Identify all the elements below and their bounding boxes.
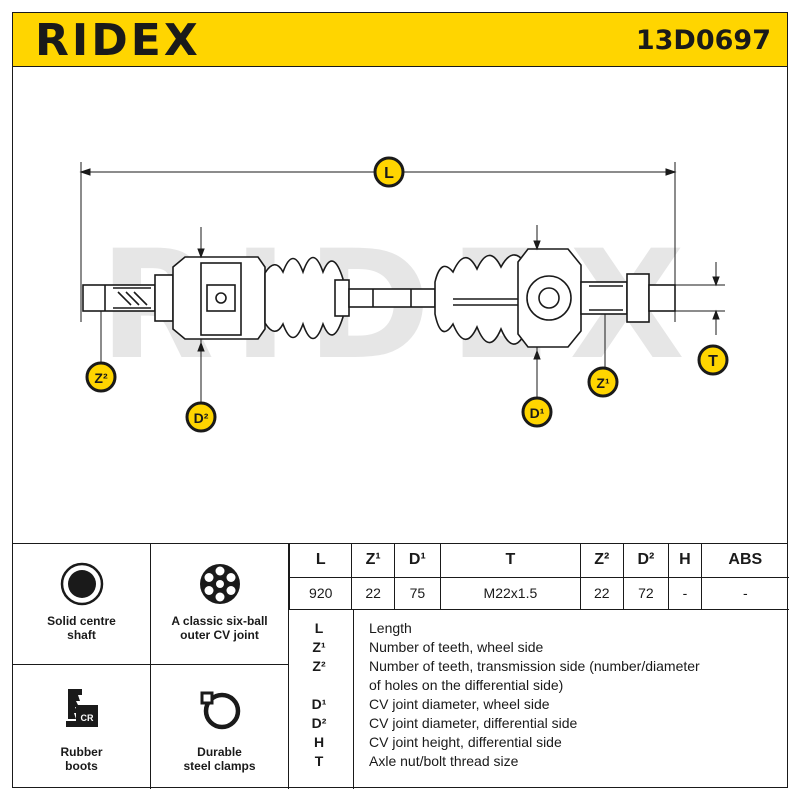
brand-logo: RIDEX — [35, 15, 201, 66]
marker-label-D2: D² — [194, 410, 209, 426]
steel-clamp-icon — [200, 691, 240, 730]
spec-value-cell: 22 — [580, 576, 624, 610]
part-number: 13D0697 — [635, 25, 771, 56]
spec-value-cell: 22 — [351, 576, 395, 610]
marker-L: L — [373, 156, 405, 188]
technical-drawing: RIDEX — [12, 67, 788, 543]
spec-value-cell: - — [700, 576, 789, 610]
marker-label-Z2: Z² — [94, 370, 108, 386]
spec-value-cell: M22x1.5 — [439, 576, 582, 610]
rubber-boot-icon-text: CR — [80, 713, 93, 723]
spec-header-cell: D² — [622, 544, 670, 578]
marker-Z2: Z² — [85, 361, 117, 393]
spec-header-cell: L — [288, 544, 353, 578]
marker-label-L: L — [384, 165, 394, 182]
spec-header-cell: T — [439, 544, 582, 578]
rubber-boot-icon: CR — [65, 689, 98, 727]
spec-value-row: 920 22 75 M22x1.5 22 72 - - — [288, 576, 789, 610]
spec-header-row: L Z¹ D¹ T Z² D² H ABS — [288, 544, 789, 578]
shaft-assembly — [82, 248, 676, 348]
legend-key-column — [289, 609, 354, 789]
spec-header-cell: Z² — [580, 544, 624, 578]
spec-header-cell: D¹ — [393, 544, 441, 578]
spec-header-cell: ABS — [700, 544, 789, 578]
spec-value-cell: 75 — [393, 576, 441, 610]
spec-table: L Z¹ D¹ T Z² D² H ABS 920 22 75 M22x1.5 … — [288, 544, 789, 610]
spec-header-cell: Z¹ — [351, 544, 395, 578]
marker-label-Z1: Z¹ — [596, 375, 610, 391]
solid-shaft-icon — [60, 562, 103, 606]
marker-Z1: Z¹ — [587, 366, 619, 398]
marker-D1: D¹ — [521, 396, 553, 428]
drive-shaft-drawing: RIDEX — [79, 156, 729, 433]
marker-T: T — [697, 344, 729, 376]
six-ball-joint-icon — [199, 564, 240, 604]
marker-label-D1: D¹ — [530, 405, 545, 421]
spec-value-cell: - — [668, 576, 702, 610]
leader-lines — [100, 225, 725, 402]
header-bar: RIDEX 13D0697 — [12, 12, 788, 67]
spec-value-cell: 920 — [288, 576, 353, 610]
spec-header-cell: H — [668, 544, 702, 578]
marker-D2: D² — [185, 401, 217, 433]
spec-value-cell: 72 — [622, 576, 670, 610]
marker-label-T: T — [708, 353, 718, 370]
